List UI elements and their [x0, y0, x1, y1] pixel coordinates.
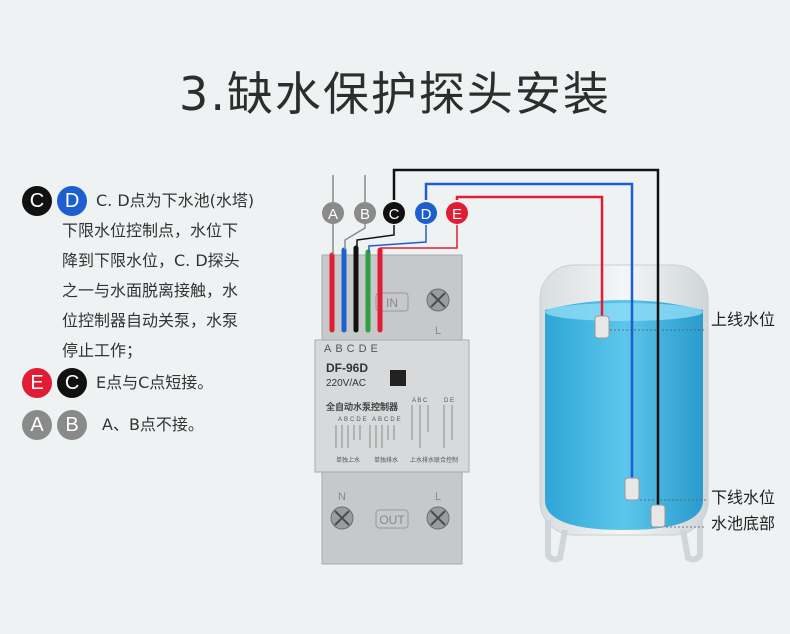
probes: [594, 315, 666, 528]
footer-label-2: 单独排水: [374, 456, 398, 464]
wire-badge-d-text: D: [421, 206, 432, 223]
out-label: OUT: [379, 513, 405, 527]
badge-b: B: [57, 410, 88, 440]
legend-ec-badges: E C: [22, 368, 88, 398]
screw-slot: [334, 510, 350, 526]
wire-red-long: [455, 195, 604, 318]
legend-cd-description-cont: 下限水位控制点，水位下 降到下限水位，C. D探头 之一与水面脱离接触，水 位控…: [62, 216, 282, 366]
legend-cd-description: C. D点为下水池(水塔): [96, 186, 316, 216]
footer-label-1: 单独上水: [336, 456, 360, 464]
legend-ec-text: E点与C点短接。: [96, 373, 214, 392]
legend-line: 位控制器自动关泵，水泵: [62, 311, 239, 330]
wire-black-long: [392, 168, 660, 510]
in-label: IN: [386, 296, 398, 310]
wire-b: [344, 175, 366, 250]
legend-line: 降到下限水位，C. D探头: [62, 251, 240, 270]
device-name: 全自动水泵控制器: [325, 401, 399, 412]
badge-d: D: [57, 186, 88, 216]
l-label-top: L: [435, 325, 441, 337]
legend-line: 之一与水面脱离接触，水: [62, 281, 239, 300]
water-surface: [545, 303, 703, 321]
device-model: DF-96D: [326, 361, 368, 375]
wire-badge-e-text: E: [452, 206, 462, 223]
legend-ab-text: A、B点不接。: [102, 415, 204, 434]
lower-level-label: 下线水位: [711, 488, 776, 507]
upper-level-label: 上线水位: [711, 310, 776, 329]
wire-badge-c-text: C: [389, 206, 400, 223]
bottom-level-label: 水池底部: [711, 514, 776, 533]
page-title: 3.缺水保护探头安装: [179, 67, 611, 121]
wire-e-drop: [380, 225, 458, 250]
sub-letters-right-b: D E: [444, 398, 454, 404]
probe-d: [624, 477, 640, 501]
n-label: N: [338, 491, 346, 503]
wire-badge-b-text: B: [360, 206, 370, 223]
terminal-letters: ABCDE: [324, 343, 382, 355]
probe-e: [594, 315, 610, 339]
controller-device: IN L OUT N L ABCDE DF-96D 220V/AC 全自动水泵控…: [314, 254, 470, 565]
terminal-wires: [329, 245, 383, 333]
status-led: [390, 370, 406, 386]
legend-line: 停止工作；: [62, 341, 143, 360]
wire-badge-b: [354, 202, 376, 224]
legend-ab-badges: A B: [22, 410, 88, 440]
circuit-lines: [335, 405, 453, 448]
wire-badge-e: [446, 202, 468, 224]
footer-label-3: 上水排水联合控制: [410, 456, 458, 464]
legend-line: C. D点为下水池(水塔): [96, 191, 255, 210]
in-plate: [375, 292, 409, 312]
badge-c: C: [22, 186, 52, 216]
device-voltage: 220V/AC: [326, 378, 366, 389]
wire-c-drop: [356, 225, 395, 248]
device-face: [314, 339, 470, 473]
wire-badge-d: [415, 202, 437, 224]
wire-badge-a-text: A: [328, 206, 338, 223]
tank-water: [545, 300, 703, 530]
out-plate: [375, 509, 409, 529]
tank-leg-left: [545, 520, 568, 563]
wire-badge-a: [322, 202, 344, 224]
screw-slot: [430, 510, 446, 526]
probe-c: [650, 504, 666, 528]
badge-c: C: [57, 368, 88, 398]
wire-d-drop: [368, 225, 427, 252]
screw-slot: [430, 292, 446, 308]
sub-letters-mid: ABCDE: [372, 417, 403, 423]
l-label-bottom: L: [435, 491, 441, 503]
sub-letters-left: ABCDE: [338, 417, 369, 423]
tank-leg-right: [680, 520, 703, 563]
probe-wires: [392, 168, 660, 510]
legend-line: 下限水位控制点，水位下: [62, 221, 239, 240]
water-tank: [539, 264, 709, 563]
wire-blue-long: [424, 182, 634, 480]
badge-a: A: [22, 410, 52, 440]
level-lines: [610, 329, 706, 528]
wire-badge-c: [383, 202, 405, 224]
wire-badges: A B C D E: [322, 202, 468, 224]
sub-letters-right-a: A B C: [412, 398, 428, 404]
badge-e: E: [22, 368, 52, 398]
legend-cd-badges: C D: [22, 186, 88, 216]
